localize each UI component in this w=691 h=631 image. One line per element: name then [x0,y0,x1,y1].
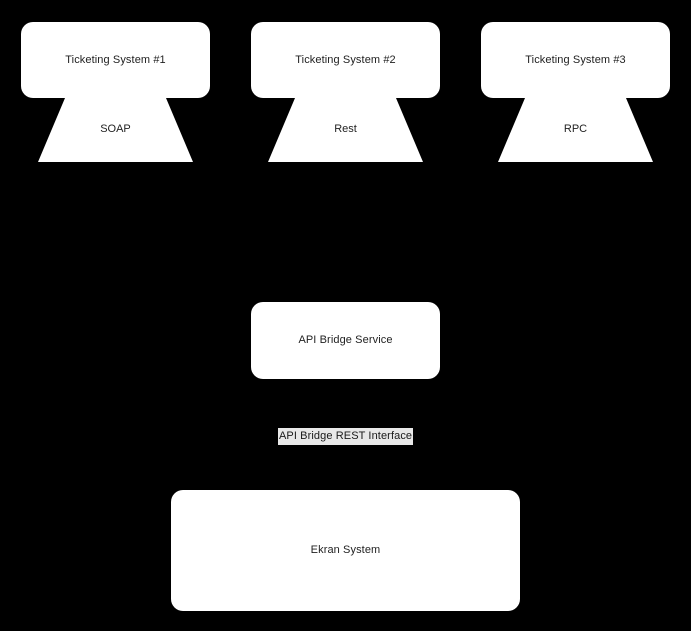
node-ticketing-system-3-label: Ticketing System #3 [525,53,626,66]
trapezoid-icon [38,98,193,162]
protocol-label-rpc: RPC [563,123,588,135]
node-ekran-system-label: Ekran System [310,544,381,556]
protocol-shape-rpc[interactable]: RPC [498,98,653,162]
node-ekran-system[interactable]: Ekran System [171,490,520,611]
node-api-bridge-service[interactable]: API Bridge Service [251,302,440,379]
protocol-shape-rest[interactable]: Rest [268,98,423,162]
node-ticketing-system-2[interactable]: Ticketing System #2 [251,22,440,98]
protocol-shape-soap[interactable]: SOAP [38,98,193,162]
trapezoid-icon [268,98,423,162]
trapezoid-icon [498,98,653,162]
node-ticketing-system-1[interactable]: Ticketing System #1 [21,22,210,98]
protocol-label-rest: Rest [334,123,357,135]
api-bridge-rest-interface-label: API Bridge REST Interface [279,430,413,442]
node-ticketing-system-2-label: Ticketing System #2 [295,53,396,66]
protocol-label-soap: SOAP [100,123,131,135]
node-ticketing-system-1-label: Ticketing System #1 [65,53,166,66]
api-bridge-rest-interface-text[interactable]: API Bridge REST Interface [278,428,414,445]
node-ticketing-system-3[interactable]: Ticketing System #3 [481,22,670,98]
node-api-bridge-service-label: API Bridge Service [298,334,393,346]
